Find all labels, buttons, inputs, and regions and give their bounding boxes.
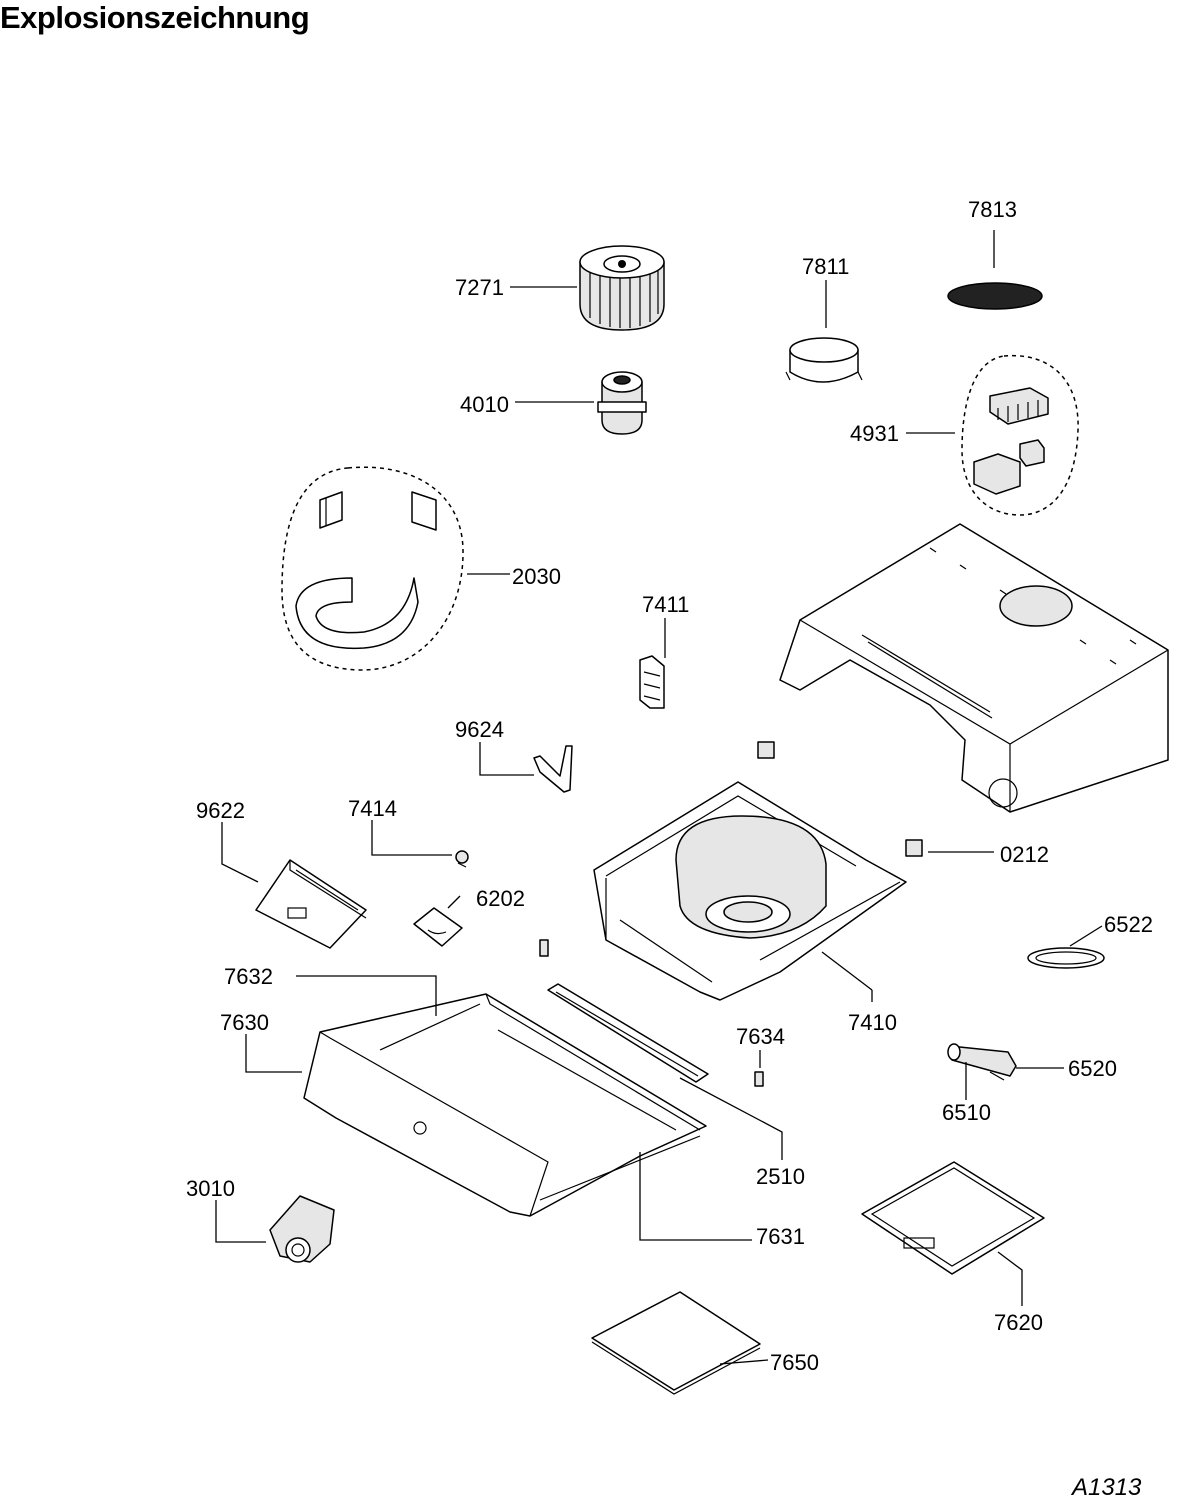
part-7650-carbon-filter <box>591 1291 769 1395</box>
part-7410-frame <box>593 781 907 1002</box>
part-6510-lamp <box>947 1043 1064 1100</box>
part-7813-disc <box>947 230 1043 310</box>
drawing-code: A1313 <box>1072 1474 1142 1501</box>
part-4931-switch-group <box>906 354 1079 516</box>
part-clip-small <box>539 741 775 957</box>
part-7414-screw <box>371 820 469 868</box>
label-7811: 7811 <box>802 254 849 279</box>
part-7634-screw <box>754 1050 764 1087</box>
label-7634: 7634 <box>736 1024 785 1049</box>
part-2510-trim-strip <box>547 983 783 1160</box>
leader-7631 <box>639 1152 752 1241</box>
label-7414: 7414 <box>348 796 397 821</box>
part-3010-switch <box>215 1195 335 1263</box>
part-7630-front-panel <box>245 975 707 1217</box>
label-7271: 7271 <box>455 275 504 300</box>
part-0212-clip <box>905 839 994 857</box>
label-3010: 3010 <box>186 1176 235 1201</box>
label-4931: 4931 <box>850 421 899 446</box>
label-7630: 7630 <box>220 1010 269 1035</box>
page-title: Explosionszeichnung <box>0 0 310 35</box>
label-6520: 6520 <box>1068 1056 1117 1081</box>
part-4010-motor <box>515 371 647 435</box>
part-7811-ring <box>785 280 863 383</box>
part-9624-bracket <box>479 742 573 793</box>
label-7650: 7650 <box>770 1350 819 1375</box>
part-9622-switch-cover <box>221 822 367 949</box>
label-7620: 7620 <box>994 1310 1043 1335</box>
part-7271-fan-wheel <box>510 245 665 331</box>
label-4010: 4010 <box>460 392 509 417</box>
part-hood-body <box>779 523 1169 813</box>
part-2030-insulation-set <box>281 466 510 671</box>
label-2510: 2510 <box>756 1164 805 1189</box>
label-6202: 6202 <box>476 886 525 911</box>
part-7411-grille <box>639 618 666 709</box>
part-7620-grease-filter <box>861 1161 1045 1306</box>
label-7410: 7410 <box>848 1010 897 1035</box>
label-9624: 9624 <box>455 717 504 742</box>
label-7631: 7631 <box>756 1224 805 1249</box>
label-0212: 0212 <box>1000 842 1049 867</box>
label-7813: 7813 <box>968 197 1017 222</box>
part-6202-plate <box>413 895 463 947</box>
label-7632: 7632 <box>224 964 273 989</box>
label-6522: 6522 <box>1104 912 1153 937</box>
label-6510: 6510 <box>942 1100 991 1125</box>
label-2030: 2030 <box>512 564 561 589</box>
label-9622: 9622 <box>196 798 245 823</box>
label-7411: 7411 <box>642 592 689 617</box>
part-6522-lamp-cover <box>1027 925 1105 969</box>
